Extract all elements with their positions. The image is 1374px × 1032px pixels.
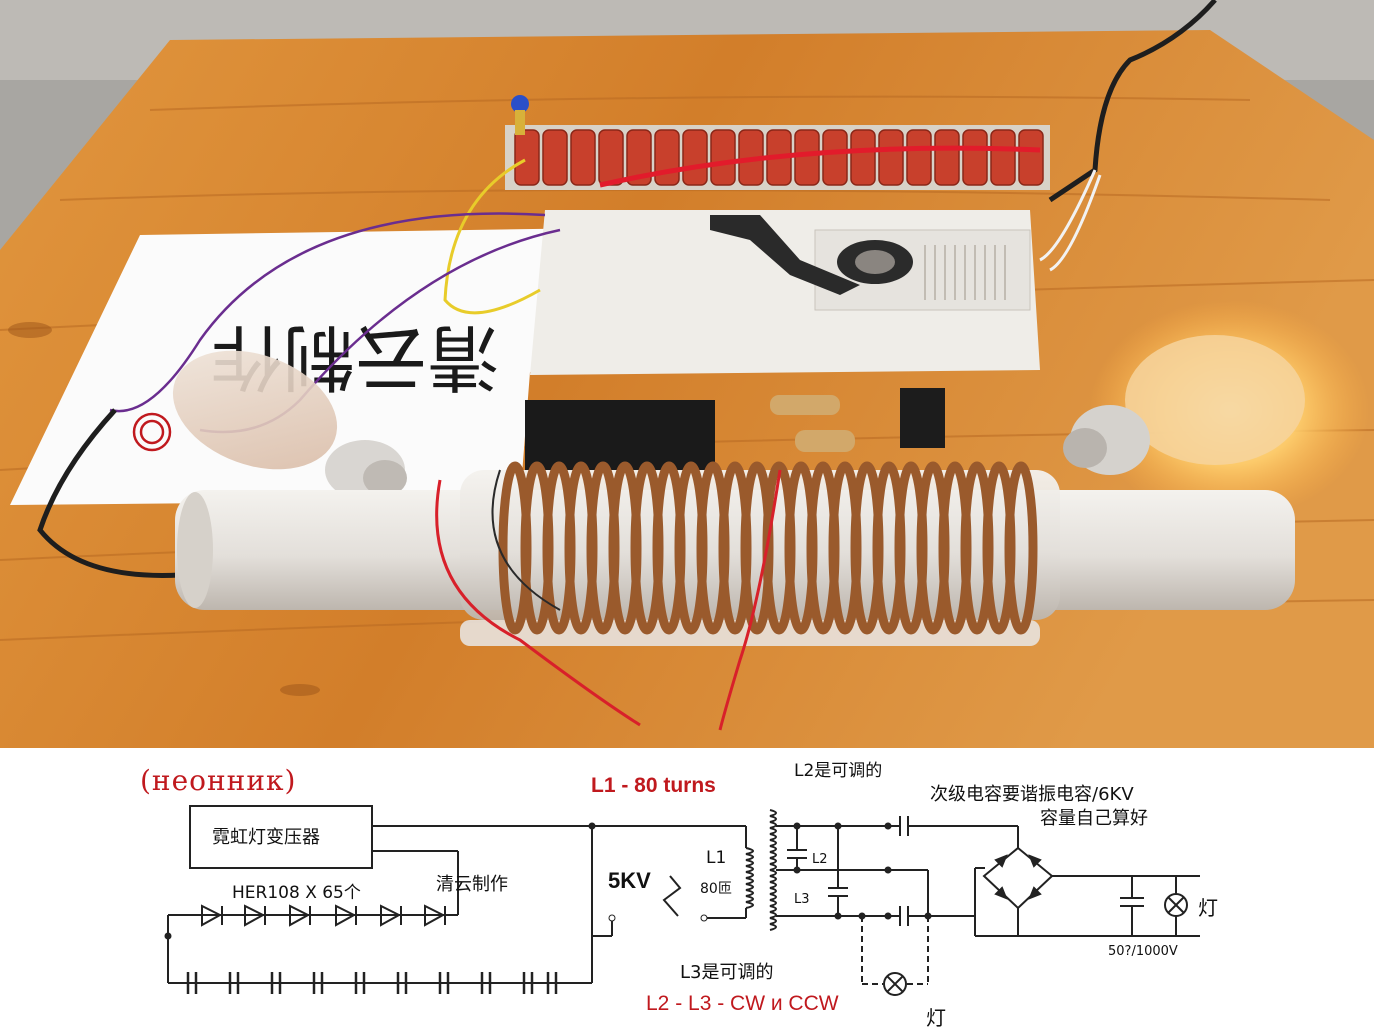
capacitor-chain (186, 972, 558, 994)
transformer-label: 霓虹灯变压器 (212, 827, 320, 848)
l2-label: L2 (812, 852, 828, 867)
voltage-label: 5KV (608, 868, 651, 893)
primary-coil (498, 461, 1038, 635)
neon-transformer-box (189, 805, 373, 869)
left-bulb (172, 350, 407, 500)
red-wire-right (718, 469, 782, 731)
led-indicator (511, 95, 529, 113)
l3-label: L3 (794, 892, 810, 907)
paper-sign (10, 228, 605, 505)
power-cable (1048, 0, 1217, 203)
l2-adjustable-label: L2是可调的 (794, 761, 883, 781)
l3-adjustable-label: L3是可调的 (680, 962, 774, 983)
lamp-label-right: 灯 (1198, 896, 1218, 920)
l1-turns-cn: 80匝 (700, 881, 732, 897)
diode-chain (201, 904, 446, 927)
resonance-note-2: 容量自己算好 (1040, 808, 1148, 829)
schematic-title: (неонник) (140, 764, 297, 797)
lamp-label-bottom: 灯 (926, 1006, 946, 1030)
tesla-coil-photo: 清云制作 (0, 0, 1374, 748)
l1-turns-label: L1 - 80 turns (591, 774, 716, 797)
right-bulb-lit (1063, 300, 1370, 520)
circuit-schematic: (неонник) 霓虹灯变压器 HER108 X 65个 清云制作 5KV L… (0, 748, 1374, 1032)
red-wire-left (435, 479, 641, 727)
schematic-lines (164, 805, 1200, 996)
winding-note: L2 - L3 - CW и CCW (646, 992, 839, 1015)
resonance-note-1: 次级电容要谐振电容/6KV (930, 784, 1134, 805)
lamp-bottom (883, 972, 907, 996)
capacitor-bank (514, 129, 1044, 186)
author-label: 清云制作 (436, 874, 508, 895)
diode-label: HER108 X 65个 (232, 883, 361, 903)
l1-label: L1 (706, 848, 727, 868)
capacitor-value: 50?/1000V (1108, 944, 1178, 959)
diode-block (525, 400, 715, 470)
